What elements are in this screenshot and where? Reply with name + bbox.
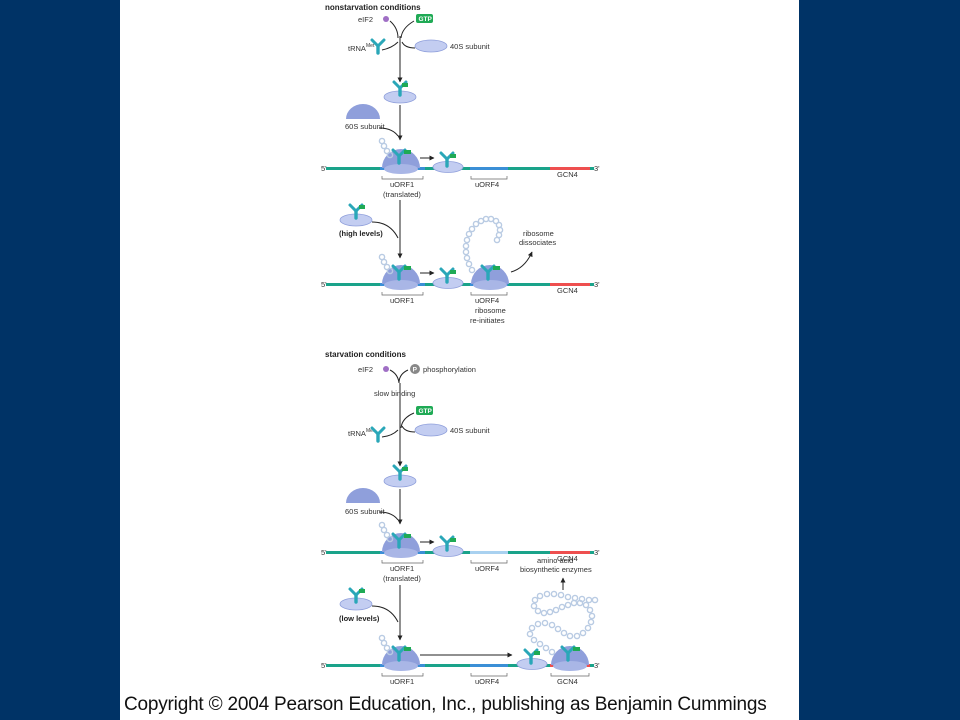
complex-gtp-icon <box>402 83 408 87</box>
three-prime-label-2: 3' <box>594 280 600 289</box>
trna-join-line <box>381 41 399 51</box>
gcn4-segment <box>550 167 590 170</box>
starvation-heading: starvation conditions <box>325 350 406 359</box>
low-levels-join-line <box>371 605 399 623</box>
uorf1-bracket <box>381 176 424 180</box>
uorf4-label: uORF4 <box>475 180 499 189</box>
copyright-footer: Copyright © 2004 Pearson Education, Inc.… <box>124 694 767 715</box>
uorf1-bracket-2 <box>381 292 424 296</box>
60s-subunit-label-2: 60S subunit <box>345 507 386 516</box>
reinitiates-line1: ribosome <box>475 306 506 315</box>
biosynthetic-enzymes-label: biosynthetic enzymes <box>520 565 592 574</box>
40s-subunit-icon-2 <box>414 423 448 437</box>
uorf1-label: uORF1 <box>390 180 414 189</box>
phosphate-label: P <box>413 367 418 374</box>
nonstarvation-heading: nonstarvation conditions <box>325 3 421 12</box>
three-prime-label: 3' <box>594 164 600 173</box>
three-prime-label-3: 3' <box>594 548 600 557</box>
five-prime-label-2: 5' <box>321 280 327 289</box>
uorf4-bracket-3 <box>470 560 508 564</box>
phosphorylation-label: phosphorylation <box>423 365 476 374</box>
converge-line-left <box>389 20 399 39</box>
uorf4-bracket-2 <box>470 292 508 296</box>
five-prime-label-4: 5' <box>321 661 327 670</box>
dissociate-arrow <box>510 251 533 273</box>
trna-icon-2 <box>370 426 386 443</box>
amino-acid-label: amino acid <box>537 556 573 565</box>
uorf4-aa-chain-icon <box>462 215 504 274</box>
40s-subunit-label: 40S subunit <box>450 42 491 51</box>
gcn4-segment-3 <box>550 551 590 554</box>
60s-subunit-icon-2 <box>346 488 380 503</box>
60s-join-line-2 <box>378 511 399 521</box>
trna-label-2: tRNA <box>348 429 366 438</box>
gtp-label-2: GTP <box>419 408 433 415</box>
40s-subunit-label-2: 40S subunit <box>450 426 491 435</box>
80s-small-subunit-icon <box>384 164 418 174</box>
scanning-gtp-icon <box>450 154 456 158</box>
trna-join-line-2 <box>381 429 399 438</box>
ribosome-dissociates-line2: dissociates <box>519 238 556 247</box>
phosphorylation-branch <box>389 369 409 384</box>
uorf4-label-2: uORF4 <box>475 296 499 305</box>
reinitiates-line2: re-initiates <box>470 316 505 325</box>
converge-line-right <box>400 20 415 39</box>
gcn4-regulation-diagram: nonstarvation conditions eIF2 GTP tRNA M… <box>321 3 600 686</box>
uorf4-segment <box>470 167 508 170</box>
uorf1-label-4: uORF1 <box>390 677 414 686</box>
translated-label-2: (translated) <box>383 574 421 583</box>
uorf4-label-4: uORF4 <box>475 677 499 686</box>
gtp-badge <box>416 14 433 23</box>
high-levels-join-line <box>371 221 399 239</box>
high-levels-label: (high levels) <box>339 229 383 238</box>
high-levels-gtp-icon <box>359 205 365 209</box>
gcn4-label: GCN4 <box>557 170 578 179</box>
uorf1-label-3: uORF1 <box>390 564 414 573</box>
starvation-panel: starvation conditions eIF2 P phosphoryla… <box>321 350 600 686</box>
low-levels-label: (low levels) <box>339 614 380 623</box>
uorf1-label-2: uORF1 <box>390 296 414 305</box>
eif2-label-2: eIF2 <box>358 365 373 374</box>
eif2-dot-icon <box>383 16 389 22</box>
60s-join-line <box>378 127 399 137</box>
slow-binding-label: slow binding <box>374 389 415 398</box>
slide-content: nonstarvation conditions eIF2 GTP tRNA M… <box>120 0 799 720</box>
uorf4-segment-3 <box>470 551 508 554</box>
uorf1-bracket-3 <box>381 560 424 564</box>
gcn4-label-3: GCN4 <box>557 554 578 563</box>
gcn4-label-2: GCN4 <box>557 286 578 295</box>
60s-subunit-icon <box>346 104 380 119</box>
trna-sup: Met <box>366 43 375 49</box>
five-prime-label: 5' <box>321 164 327 173</box>
five-prime-label-3: 5' <box>321 548 327 557</box>
nonstarvation-panel: nonstarvation conditions eIF2 GTP tRNA M… <box>321 3 600 325</box>
gcn4-label-4: GCN4 <box>557 677 578 686</box>
60s-subunit-label: 60S subunit <box>345 122 386 131</box>
40s-join-line-2 <box>401 425 416 433</box>
uorf4-label-3: uORF4 <box>475 564 499 573</box>
ribosome-dissociates-line1: ribosome <box>523 229 554 238</box>
uorf4-bracket-4 <box>470 673 508 677</box>
gtp-badge-2 <box>416 406 433 415</box>
gcn4-protein-chain-icon <box>526 590 599 656</box>
gtp-join-line-2 <box>400 412 415 429</box>
three-prime-label-4: 3' <box>594 661 600 670</box>
trna-label: tRNA <box>348 44 366 53</box>
eif2-dot-icon-2 <box>383 366 389 372</box>
gtp-label: GTP <box>419 16 433 23</box>
mrna-line-4 <box>326 664 594 667</box>
eif2-label: eIF2 <box>358 15 373 24</box>
uorf4-bracket <box>470 176 508 180</box>
translating-gtp-icon <box>404 150 411 154</box>
phosphate-icon <box>410 364 420 374</box>
40s-join-line <box>401 41 416 49</box>
translated-label: (translated) <box>383 190 421 199</box>
gcn4-segment-2 <box>550 283 590 286</box>
40s-subunit-icon <box>414 39 448 53</box>
trna-sup-2: Met <box>366 428 375 434</box>
gcn4-bracket-4 <box>550 673 590 677</box>
uorf1-bracket-4 <box>381 673 424 677</box>
uorf4-segment-4 <box>470 664 508 667</box>
